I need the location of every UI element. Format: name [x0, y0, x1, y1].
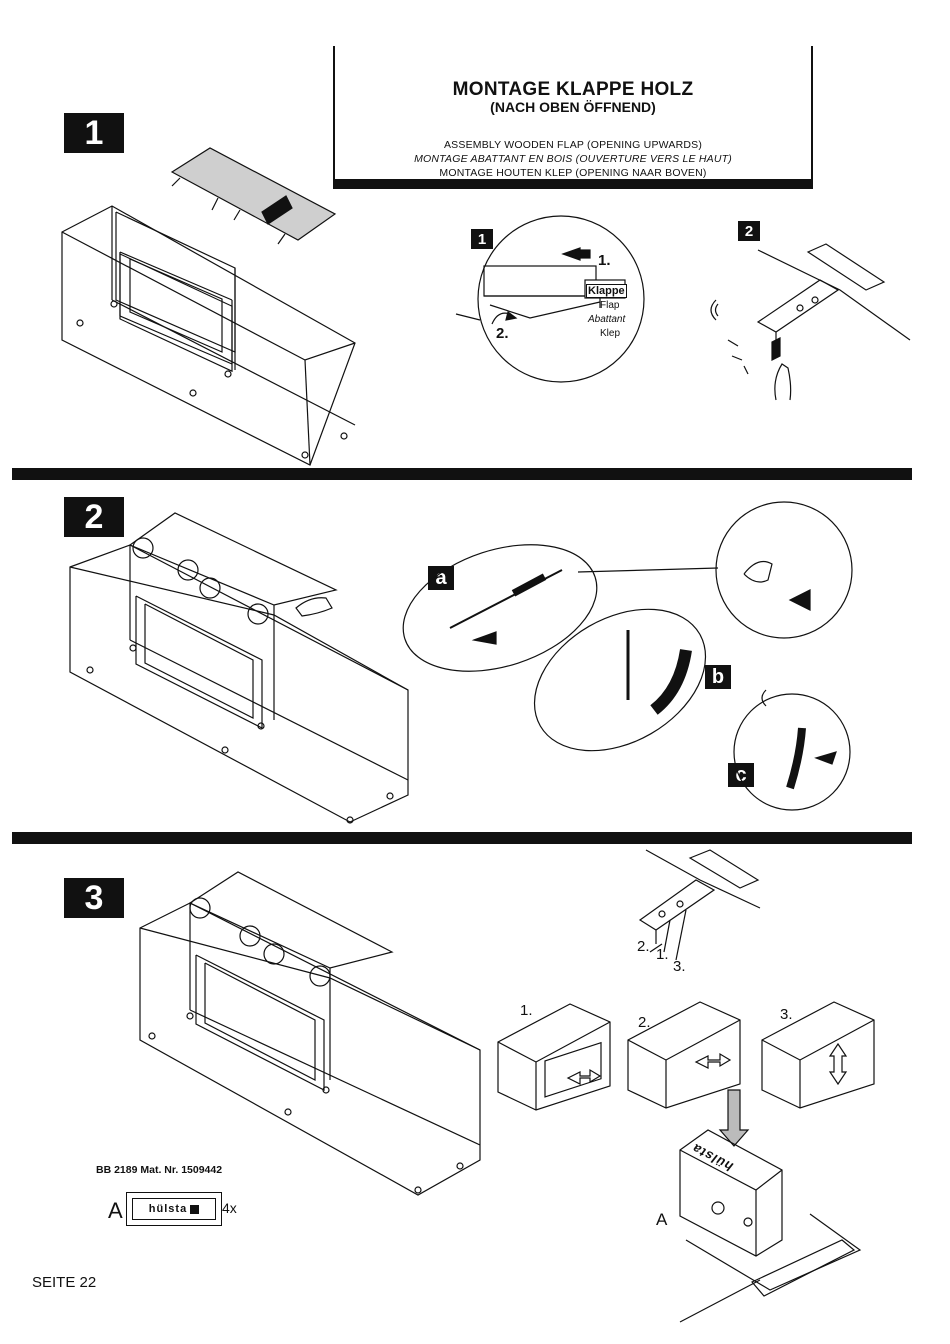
hinge-detail-2 — [711, 244, 910, 400]
drawer-label-1: 1. — [520, 1002, 533, 1019]
label-klep: Klep — [600, 328, 620, 339]
parts-label: A hülsta 4x — [108, 1184, 248, 1236]
label-klappe: Klappe — [586, 284, 627, 298]
label-abattant: Abattant — [588, 314, 625, 325]
drawer-diagrams — [498, 1002, 874, 1146]
material-number: BB 2189 Mat. Nr. 1509442 — [96, 1164, 222, 1176]
hinge-detail-3 — [640, 850, 760, 960]
detail-1-step-1: 1. — [598, 252, 611, 269]
page-number: SEITE 22 — [32, 1274, 96, 1291]
hinge-screw-label-3: 3. — [673, 958, 686, 975]
brand-stamp: hülsta — [132, 1198, 216, 1220]
parts-letter: A — [108, 1198, 123, 1224]
brand-name: hülsta — [149, 1203, 187, 1215]
detail-1-step-2: 2. — [496, 325, 509, 342]
hinge-screw-label-2: 2. — [637, 938, 650, 955]
cabinet-step-3 — [140, 872, 480, 1195]
cabinet-step-2 — [70, 513, 408, 823]
brand-logo-icon — [190, 1205, 199, 1214]
parts-quantity: 4x — [222, 1200, 237, 1216]
label-flap: Flap — [600, 300, 619, 311]
detail-1-circle — [456, 216, 644, 382]
cabinet-step-1 — [62, 148, 355, 465]
drawer-label-2: 2. — [638, 1014, 651, 1031]
part-a-label: A — [656, 1210, 667, 1230]
hinge-screw-label-1: 1. — [656, 946, 669, 963]
detail-gas-strut — [387, 502, 852, 810]
drawer-label-3: 3. — [780, 1006, 793, 1023]
